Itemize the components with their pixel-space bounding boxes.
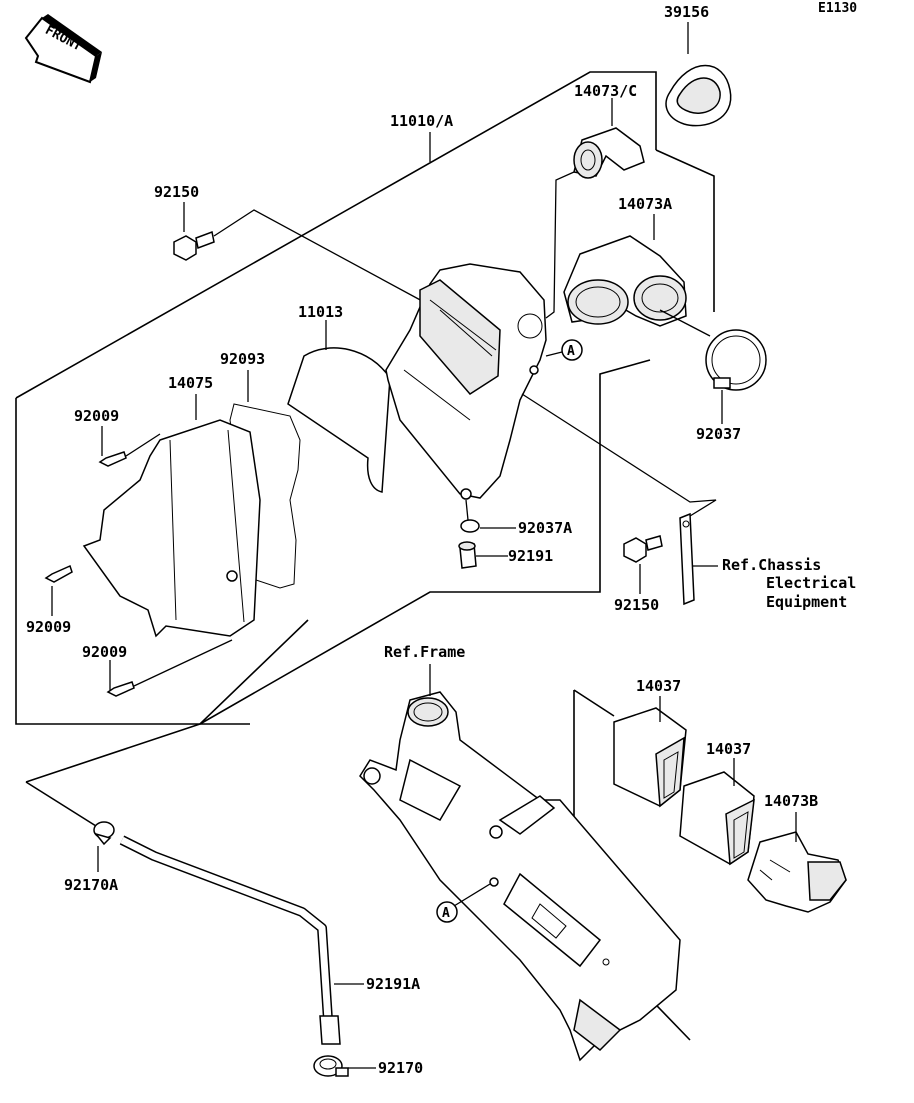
clamp-92037: [659, 309, 767, 424]
marker-a-bot: [436, 901, 458, 923]
hose-92191a: [119, 835, 364, 1045]
ref-chassis-line3: Equipment: [766, 593, 847, 611]
callout-92170a: 92170A: [64, 876, 118, 894]
callout-39156: 39156: [664, 3, 709, 21]
callout-92009-b: 92009: [26, 618, 71, 636]
bolt-92150-top: [173, 202, 425, 303]
grommet-39156: [665, 22, 732, 127]
clamp-92170: [313, 1055, 376, 1077]
clip-92037a: [460, 499, 516, 533]
callout-14073a: 14073A: [618, 195, 672, 213]
callout-14073b: 14073B: [764, 792, 818, 810]
elbow-14073c: [545, 98, 645, 319]
callout-92093: 92093: [220, 350, 265, 368]
screw-92009-c: [106, 639, 233, 697]
callout-11010a: 11010/A: [390, 112, 453, 130]
duct-14073a: [563, 214, 687, 327]
ref-chassis-line1: Ref.Chassis: [722, 556, 821, 574]
callout-14037-b: 14037: [706, 740, 751, 758]
airbox-housing: [385, 263, 547, 500]
callout-92150-top: 92150: [154, 183, 199, 201]
ref-frame-label: Ref.Frame: [384, 643, 465, 661]
diagram-code: E1130: [818, 1, 857, 16]
filter-14037-a: [613, 696, 687, 808]
callout-14037-a: 14037: [636, 677, 681, 695]
duct-14073b: [747, 812, 847, 913]
callout-92009-c: 92009: [82, 643, 127, 661]
cover-14075: [82, 394, 261, 638]
callout-92037: 92037: [696, 425, 741, 443]
callout-11013: 11013: [298, 303, 343, 321]
screw-92009-b: [44, 564, 73, 616]
callout-14075: 14075: [168, 374, 213, 392]
marker-a-top: [545, 339, 583, 361]
callout-92150-bot: 92150: [614, 596, 659, 614]
assembly-frame-lines: [15, 71, 715, 725]
cap-92191: [458, 541, 508, 569]
filter-11013: [287, 320, 391, 493]
frame-assembly: [359, 664, 681, 1062]
screw-92009-a: [98, 426, 161, 467]
callout-92191: 92191: [508, 547, 553, 565]
callout-14073c: 14073/C: [574, 82, 637, 100]
strap-chassis: [521, 393, 718, 606]
filter-14037-b: [679, 758, 755, 866]
marker-a-bot-label: A: [442, 906, 450, 921]
callout-92170: 92170: [378, 1059, 423, 1077]
front-arrow-icon: FRONT: [24, 14, 102, 84]
callout-92037a: 92037A: [518, 519, 572, 537]
clip-92170a: [93, 821, 115, 872]
ref-chassis-line2: Electrical: [766, 574, 856, 592]
bolt-92150-bot: [623, 535, 663, 594]
marker-a-top-label: A: [567, 344, 575, 359]
callout-92191a: 92191A: [366, 975, 420, 993]
callout-92009-a: 92009: [74, 407, 119, 425]
